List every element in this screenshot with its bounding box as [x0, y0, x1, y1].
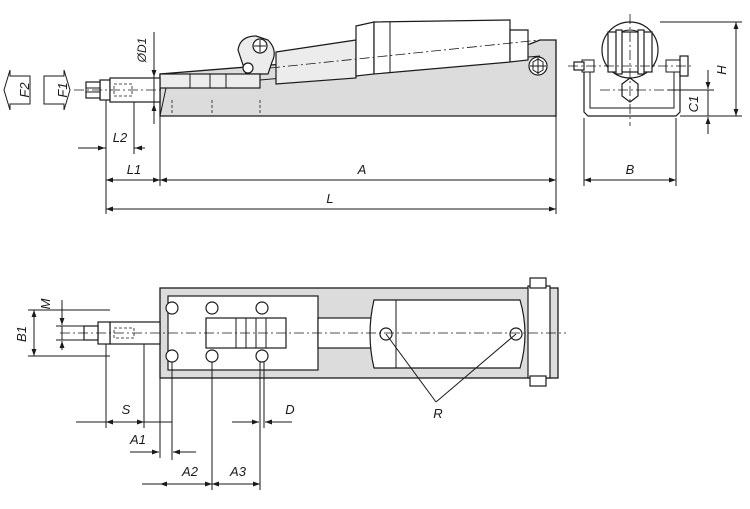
force-arrow-f2	[3, 69, 31, 111]
label-m: M	[38, 298, 53, 309]
label-b: B	[626, 162, 635, 177]
piston-rod	[275, 39, 357, 85]
label-l2: L2	[113, 130, 128, 145]
top-piston-rod	[317, 317, 375, 349]
label-l1: L1	[127, 162, 141, 177]
label-s: S	[122, 402, 131, 417]
label-c1: C1	[686, 96, 701, 113]
side-view: F1 F2 ØD1 L2 L1 A L	[3, 19, 557, 214]
label-f2: F2	[17, 82, 32, 98]
force-arrow-f1	[43, 69, 71, 111]
label-d: D	[285, 402, 294, 417]
top-view: M B1 S A1 A2 A3 D R	[14, 277, 566, 490]
label-l: L	[326, 191, 333, 206]
label-d1: ØD1	[135, 38, 149, 64]
end-view: H C1 B	[568, 14, 742, 186]
top-cylinder	[369, 299, 526, 369]
label-b1: B1	[14, 326, 29, 342]
cylinder-cap	[355, 21, 375, 77]
label-h: H	[714, 65, 729, 75]
label-a2: A2	[181, 464, 199, 479]
label-a: A	[357, 162, 367, 177]
label-r: R	[433, 406, 442, 421]
label-a3: A3	[229, 464, 247, 479]
label-f1: F1	[55, 82, 70, 97]
label-a1: A1	[129, 432, 146, 447]
